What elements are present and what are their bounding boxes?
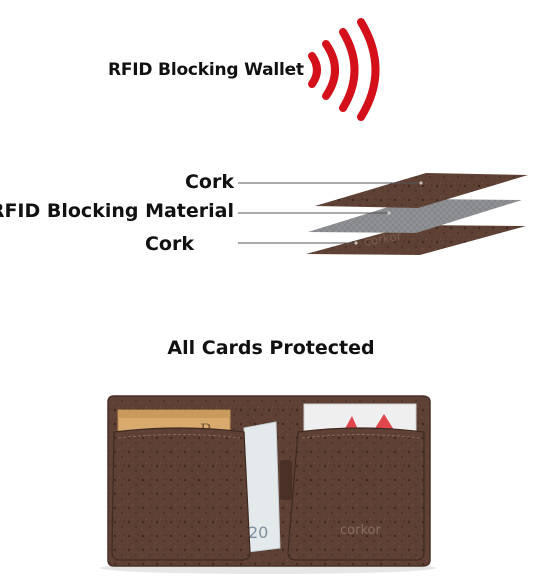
section-title: All Cards Protected <box>167 337 375 359</box>
svg-text:corkor: corkor <box>363 229 403 249</box>
bill-number: 20 <box>248 523 268 542</box>
wallet-brand: corkor <box>340 523 381 538</box>
rfid-material-sheet <box>308 199 522 233</box>
layer-label-cork-top: Cork <box>184 171 234 193</box>
layer-label-rfid-material: RFID Blocking Material <box>0 200 234 222</box>
cork-layer-bottom-sheet: corkor <box>306 225 526 255</box>
rfid-signal-icon <box>308 18 380 121</box>
leader-lines <box>238 181 423 245</box>
page-title: RFID Blocking Wallet <box>108 60 304 80</box>
cork-layer-top-sheet <box>315 173 528 208</box>
layer-label-cork-bottom: Cork <box>144 233 194 255</box>
wallet-image: R 20 corkor <box>100 395 436 574</box>
